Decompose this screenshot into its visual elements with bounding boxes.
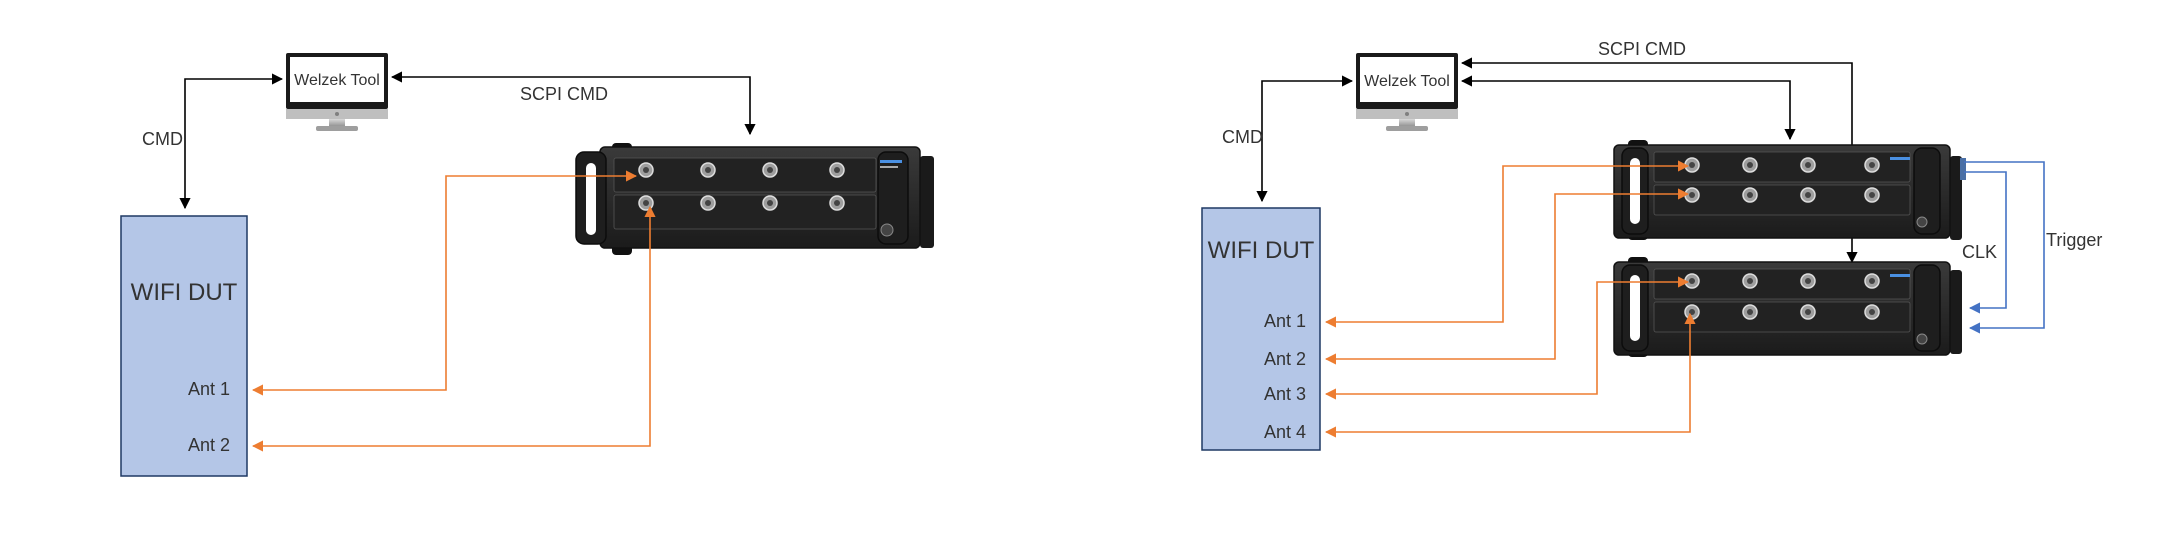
right-rf-instrument-top[interactable] xyxy=(1613,140,1966,240)
right-dut-title: WIFI DUT xyxy=(1208,237,1315,264)
right-setup: Welzek Tool CMD SCPI CMD WIFI DUT Ant 1 … xyxy=(1201,39,2102,451)
right-cmd-line xyxy=(1256,75,1354,203)
left-setup: Welzek Tool CMD SCPI CMD WIFI DUT Ant 1 … xyxy=(120,53,934,477)
left-cmd-label: CMD xyxy=(142,129,183,149)
right-trigger-label: Trigger xyxy=(2046,230,2102,250)
right-tool-monitor[interactable]: Welzek Tool xyxy=(1356,53,1458,131)
left-tool-monitor[interactable]: Welzek Tool xyxy=(286,53,388,131)
left-rf-instrument[interactable] xyxy=(575,143,934,255)
right-tool-label: Welzek Tool xyxy=(1364,73,1450,90)
right-ant-2-label: Ant 2 xyxy=(1264,349,1306,369)
left-cmd-line xyxy=(179,73,284,210)
right-cmd-label: CMD xyxy=(1222,127,1263,147)
right-scpi-line-top-instrument xyxy=(1460,75,1796,141)
right-ant-3-label: Ant 3 xyxy=(1264,384,1306,404)
left-scpi-label: SCPI CMD xyxy=(520,84,608,104)
right-ant-4-label: Ant 4 xyxy=(1264,422,1306,442)
left-ant-1-label: Ant 1 xyxy=(188,379,230,399)
left-dut-title: WIFI DUT xyxy=(131,279,238,306)
right-ant-1-label: Ant 1 xyxy=(1264,311,1306,331)
right-rf-instrument-bottom[interactable] xyxy=(1613,257,1962,357)
right-clk-line xyxy=(1964,171,2007,314)
right-trigger-line xyxy=(1964,161,2045,334)
left-dut-box xyxy=(120,215,248,477)
left-scpi-line xyxy=(390,71,756,136)
left-tool-label: Welzek Tool xyxy=(294,72,380,89)
left-ant-2-label: Ant 2 xyxy=(188,435,230,455)
right-rf-line-ant4 xyxy=(1324,312,1696,438)
left-rf-line-ant2 xyxy=(251,205,656,452)
right-clk-label: CLK xyxy=(1962,242,1997,262)
right-dut-box xyxy=(1201,207,1321,451)
right-scpi-label: SCPI CMD xyxy=(1598,39,1686,59)
